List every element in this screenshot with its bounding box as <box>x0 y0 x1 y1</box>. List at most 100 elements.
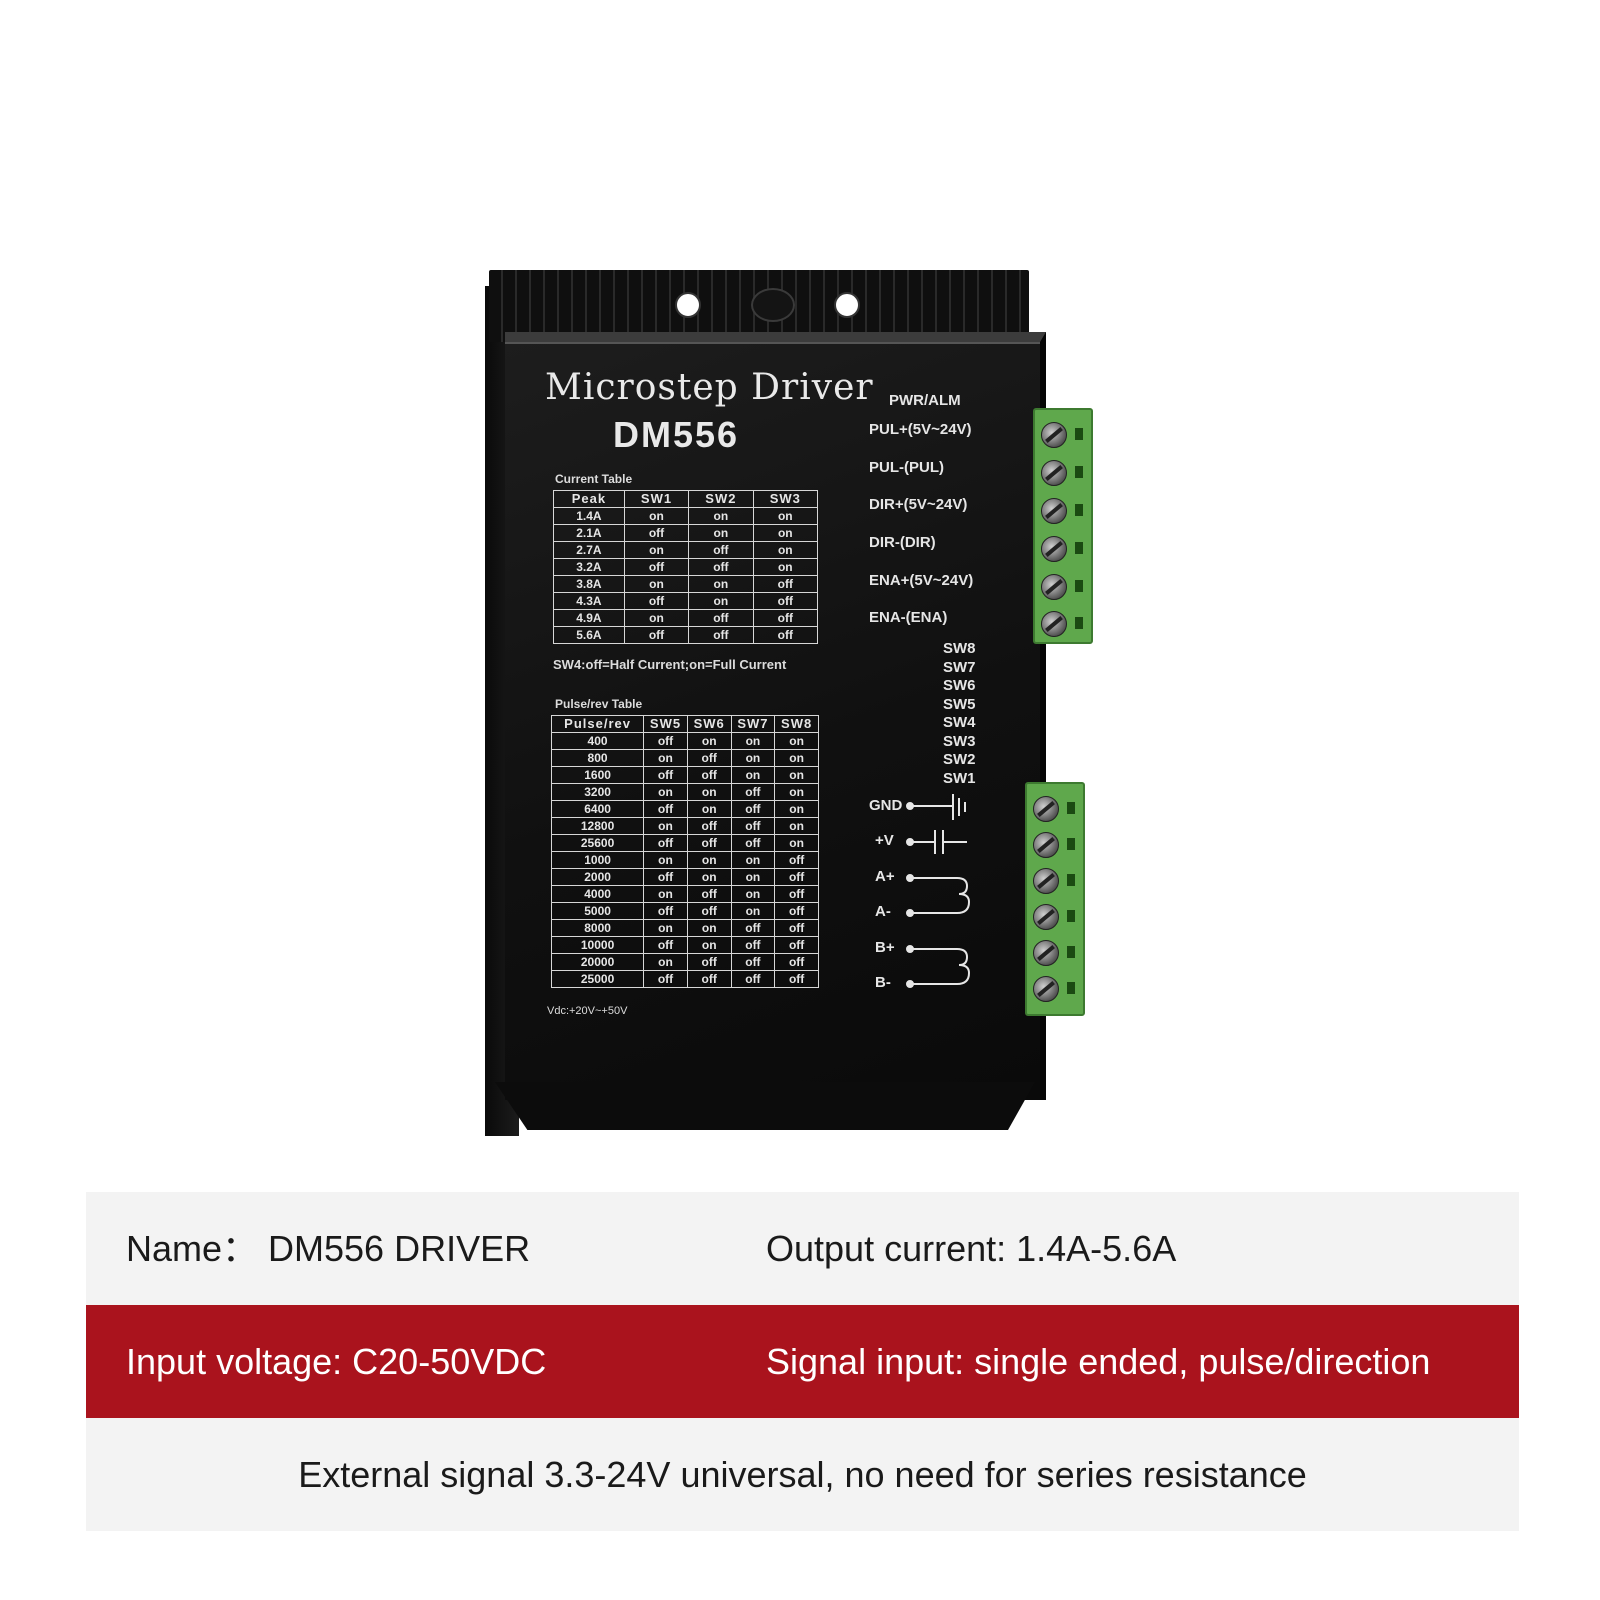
current-table-cell: off <box>623 558 690 576</box>
pulse-table-cell: off <box>774 885 819 903</box>
terminal-screw <box>1033 796 1059 822</box>
pulse-table-cell: on <box>643 749 688 767</box>
pulse-table-cell: 800 <box>550 749 645 767</box>
panel-title: Microstep Driver <box>545 367 874 408</box>
pulse-table-cell: off <box>730 834 776 852</box>
terminal-screw <box>1033 976 1059 1002</box>
pin-label-gnd: GND <box>869 797 903 814</box>
pulse-table-cell: on <box>686 732 732 750</box>
pulse-table-cell: 25000 <box>550 970 645 988</box>
current-table-cell: on <box>688 524 754 542</box>
pulse-table-cell: off <box>643 868 688 886</box>
pulse-table-cell: off <box>686 749 732 767</box>
pulse-table-cell: on <box>643 953 688 971</box>
pulse-table-cell: on <box>643 885 688 903</box>
pulse-table-cell: 2000 <box>550 868 645 886</box>
current-table-cell: 4.3A <box>553 592 625 610</box>
vdc-note: Vdc:+20V~+50V <box>547 1005 628 1017</box>
pulse-table-cell: on <box>730 902 776 920</box>
pulse-table-cell: on <box>774 749 819 767</box>
driver-heatsink <box>489 270 1029 342</box>
spec-row-3: External signal 3.3-24V universal, no ne… <box>86 1418 1519 1531</box>
terminal-slot <box>1075 428 1083 440</box>
pulse-table-cell: on <box>774 834 819 852</box>
current-table-cell: off <box>752 575 819 593</box>
switch-labels: SW8 SW7 SW6 SW5 SW4 SW3 SW2 SW1 <box>943 640 976 788</box>
wiring-diagram <box>906 794 971 988</box>
terminal-screw <box>1033 832 1059 858</box>
driver-product-image: Microstep Driver DM556 Current Table Pea… <box>485 262 1125 1142</box>
spec-name: Name： DM556 DRIVER <box>126 1228 531 1269</box>
current-table-cell: on <box>623 541 690 559</box>
pulse-table-header-cell: SW6 <box>686 715 732 733</box>
current-table-cell: off <box>688 541 754 559</box>
coil-b <box>910 948 971 985</box>
pulse-table-cell: on <box>686 868 732 886</box>
pulse-table-cell: off <box>643 766 688 784</box>
pulse-table-cell: on <box>730 749 776 767</box>
spec-output-current: Output current: 1.4A-5.6A <box>766 1228 1177 1269</box>
current-table-header-cell: SW3 <box>752 490 819 508</box>
pulse-table-cell: off <box>730 936 776 954</box>
terminal-screw <box>1041 574 1067 600</box>
pin-label-a-plus: A+ <box>875 868 895 885</box>
spec-signal-input: Signal input: single ended, pulse/direct… <box>766 1341 1431 1382</box>
mount-hole-left <box>675 292 701 318</box>
pulse-table-cell: 25600 <box>550 834 645 852</box>
pin-label-v-plus: +V <box>875 832 894 849</box>
pulse-table-cell: off <box>774 936 819 954</box>
pulse-table-cell: off <box>730 800 776 818</box>
heatsink-knob <box>751 288 795 322</box>
pin-label-b-plus: B+ <box>875 939 895 956</box>
panel-model: DM556 <box>613 414 740 455</box>
current-table-cell: 5.6A <box>553 626 625 644</box>
current-table-cell: 2.1A <box>553 524 625 542</box>
pulse-table-cell: off <box>730 953 776 971</box>
pulse-table-cell: 3200 <box>550 783 645 801</box>
terminal-slot <box>1075 466 1083 478</box>
pulse-table-cell: off <box>730 970 776 988</box>
switch-label: SW6 <box>943 677 976 694</box>
pulse-table-cell: on <box>774 800 819 818</box>
pulse-table-cell: off <box>643 800 688 818</box>
pulse-table-cell: on <box>774 766 819 784</box>
switch-label: SW5 <box>943 695 976 713</box>
current-table-cell: off <box>688 626 754 644</box>
terminal-slot <box>1067 982 1075 994</box>
pulse-table-cell: on <box>730 885 776 903</box>
coil-a <box>910 877 971 914</box>
pulse-table-cell: off <box>643 970 688 988</box>
pulse-table-cell: 5000 <box>550 902 645 920</box>
current-table-cell: 3.8A <box>553 575 625 593</box>
switch-label: SW8 <box>943 640 976 657</box>
terminal-slot <box>1075 617 1083 629</box>
pulse-table-cell: off <box>730 817 776 835</box>
current-table-cell: on <box>752 507 819 525</box>
pulse-table-cell: on <box>730 766 776 784</box>
current-table-cell: on <box>752 524 819 542</box>
pin-label-pul-minus: PUL-(PUL) <box>869 459 944 476</box>
current-table-cell: off <box>623 626 690 644</box>
current-table-cell: off <box>688 558 754 576</box>
pulse-table-cell: off <box>686 817 732 835</box>
mount-hole-right <box>834 292 860 318</box>
current-table-cell: off <box>623 524 690 542</box>
pulse-table-cell: on <box>643 817 688 835</box>
terminal-slot <box>1067 874 1075 886</box>
pulse-table-cell: off <box>686 902 732 920</box>
pulse-table-cell: off <box>643 732 688 750</box>
pulse-table-cell: 1600 <box>550 766 645 784</box>
current-table-header-cell: SW2 <box>688 490 754 508</box>
